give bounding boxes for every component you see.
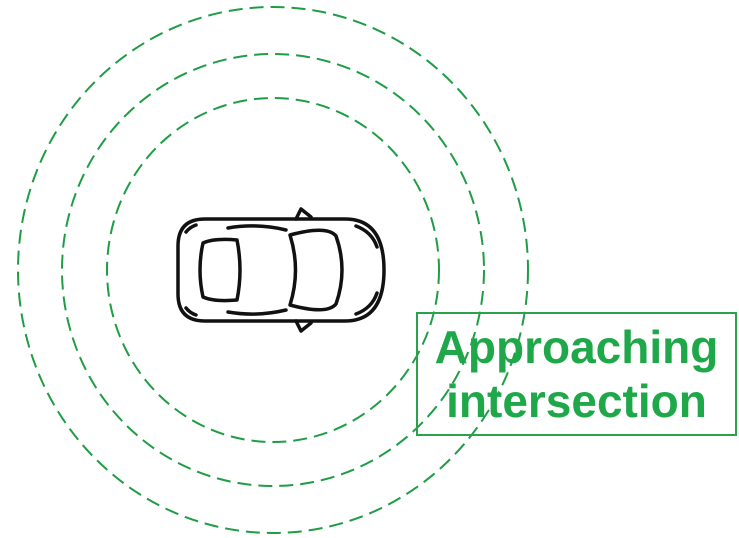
car-taillight-top [184,223,198,234]
annotation-line-2: intersection [446,375,707,427]
car-headlight-top [354,224,379,249]
broadcast-rings-icon [17,6,529,534]
car-roof-edge-bottom [226,308,288,316]
signal-ring-outer [17,6,529,534]
car-mirror-top [294,207,313,221]
signal-ring-middle [61,53,485,487]
car-windshield [288,228,344,312]
car-headlight-bottom [354,291,379,316]
car-roof-edge-top [226,224,288,232]
car-body [176,217,386,323]
annotation-box: Approaching intersection [416,312,737,436]
annotation-line-1: Approaching [434,321,719,373]
car-rear-window [198,237,242,303]
car-mirror-bottom [294,319,313,333]
car-top-view-icon [176,207,386,333]
signal-ring-inner [106,97,440,443]
car-taillight-bottom [184,306,198,317]
